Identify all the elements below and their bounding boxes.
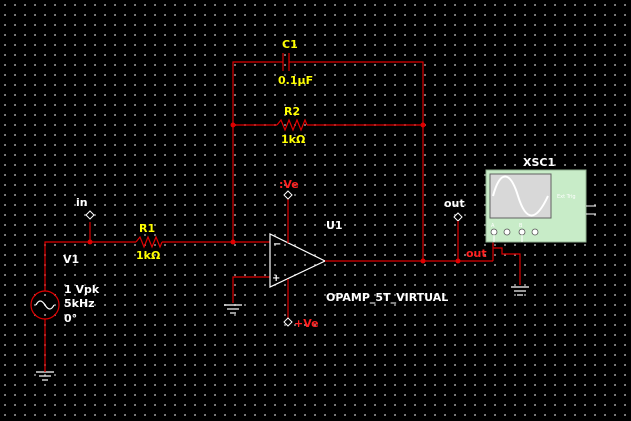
input-wires [44,222,270,280]
rail-pos-label: +Ve [294,317,319,330]
r1-ref-label: R1 [139,222,155,235]
v1-frequency-label: 5kHz [64,297,95,310]
ac-voltage-source-v1[interactable] [30,280,60,370]
r2-ref-label: R2 [284,105,300,118]
oscilloscope-xsc1[interactable] [485,169,596,243]
c1-value-label: 0.1µF [278,74,313,87]
probe-out-label: out [444,197,465,210]
probe-in-pin-icon[interactable] [85,210,95,220]
resistor-r1[interactable] [135,235,163,249]
resistor-r2[interactable] [276,118,308,132]
probe-out-pin-icon[interactable] [453,212,463,222]
xsc1-channel-b-label: B [519,223,523,229]
net-out-label: out [466,247,487,260]
opamp-plus-sign: + [272,273,280,284]
xsc1-channel-a-label: A [491,223,495,229]
xsc1-ref-label: XSC1 [523,156,555,169]
u1-model-label: OPAMP_5T_VIRTUAL [326,291,448,304]
v1-ref-label: V1 [63,253,79,266]
rail-neg-pin-icon[interactable] [283,190,293,200]
ground-symbol-opamp [224,276,270,314]
opamp-u1[interactable] [269,195,493,320]
v1-phase-label: 0° [64,312,77,325]
probe-in-label: in [76,196,88,209]
r1-value-label: 1kΩ [136,249,161,262]
ground-symbol-scope [493,247,529,296]
u1-ref-label: U1 [326,219,343,232]
c1-ref-label: C1 [282,38,298,51]
rail-neg-label: :Ve [279,178,299,191]
xsc1-ext-trig-label: Ext Trig [557,194,576,200]
capacitor-c1[interactable] [273,53,298,71]
rail-pos-pin-icon[interactable] [283,317,293,327]
junction-dots [87,122,461,264]
r2-value-label: 1kΩ [281,133,306,146]
v1-amplitude-label: 1 Vpk [64,283,100,296]
opamp-minus-sign: − [273,239,281,250]
feedback-wires [232,61,424,262]
ground-symbol-v1 [36,370,54,381]
